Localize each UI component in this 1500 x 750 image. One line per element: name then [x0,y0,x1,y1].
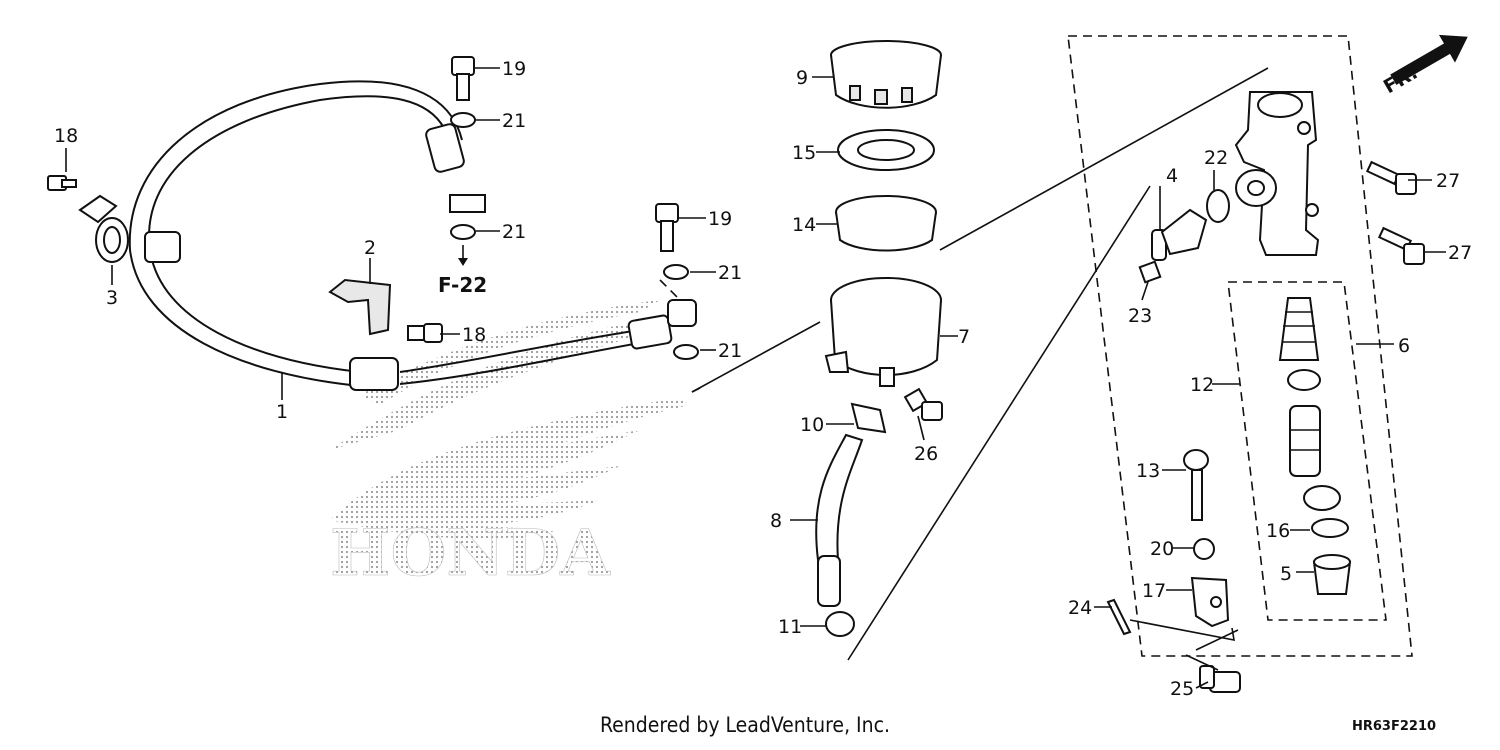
push-rod-boot [1312,554,1352,595]
mc-bolts-27 [1365,160,1425,265]
push-rod [1183,449,1215,560]
callout-15: 15 [792,142,816,164]
callout-20: 20 [1150,538,1174,560]
callout-11: 11 [778,616,802,638]
reservoir-body [824,277,942,387]
mc-joint-o-ring [1206,189,1230,223]
callout-22: 22 [1204,147,1228,169]
honda-wing-watermark [330,300,690,539]
callout-2: 2 [364,237,376,259]
hose-clamp [78,194,129,263]
front-arrow-indicator [1390,34,1468,85]
diagram-code: HR63F2210 [1352,719,1436,734]
upper-banjo-bolt-set [449,56,486,266]
push-rod-seal [1311,518,1349,538]
reservoir-plate [837,129,935,171]
lower-banjo-bolt-set [655,203,699,360]
callout-19-lower: 19 [708,208,732,230]
callout-1: 1 [276,401,288,423]
mc-screw-23 [1138,260,1162,284]
callout-8: 8 [770,510,782,532]
callout-10: 10 [800,414,824,436]
reservoir-screw [903,387,943,421]
callout-21-b: 21 [502,221,526,243]
callout-26: 26 [914,443,938,465]
callout-27-upper: 27 [1436,170,1460,192]
cotter-pin [1106,598,1132,636]
reservoir-cap [830,40,942,109]
callout-21-c: 21 [718,262,742,284]
callout-23: 23 [1128,305,1152,327]
master-cylinder-body [1234,91,1320,256]
callout-21-d: 21 [718,340,742,362]
bolt-18-left [47,175,77,191]
callout-12: 12 [1190,374,1214,396]
callout-18-left: 18 [54,125,78,147]
callout-9: 9 [796,67,808,89]
callout-18-bracket: 18 [462,324,486,346]
push-rod-joint [1190,576,1230,628]
callout-3: 3 [106,287,118,309]
callout-leaders [65,67,1446,689]
connector-lines [691,35,1413,671]
reference-label: F-22 [438,273,487,297]
callout-27-lower: 27 [1448,242,1472,264]
honda-logo-watermark: HONDA [330,516,611,591]
callout-25: 25 [1170,678,1194,700]
callout-7: 7 [958,326,970,348]
callout-4: 4 [1166,165,1178,187]
mc-hose-joint [1151,208,1208,261]
callout-14: 14 [792,214,816,236]
footer-credit: Rendered by LeadVenture, Inc. [600,713,890,737]
reservoir-diaphragm [835,195,937,252]
callout-19-upper: 19 [502,58,526,80]
callout-17: 17 [1142,580,1166,602]
callout-24: 24 [1068,597,1092,619]
joint-pin [1199,665,1241,693]
reservoir-hose [815,402,887,637]
hose-guide-bracket [328,278,443,343]
brake-hose [128,80,673,391]
callout-16: 16 [1266,520,1290,542]
callout-13: 13 [1136,460,1160,482]
callout-21-a: 21 [502,110,526,132]
callout-6: 6 [1398,335,1410,357]
piston-kit [1278,297,1341,511]
callout-5: 5 [1280,563,1292,585]
